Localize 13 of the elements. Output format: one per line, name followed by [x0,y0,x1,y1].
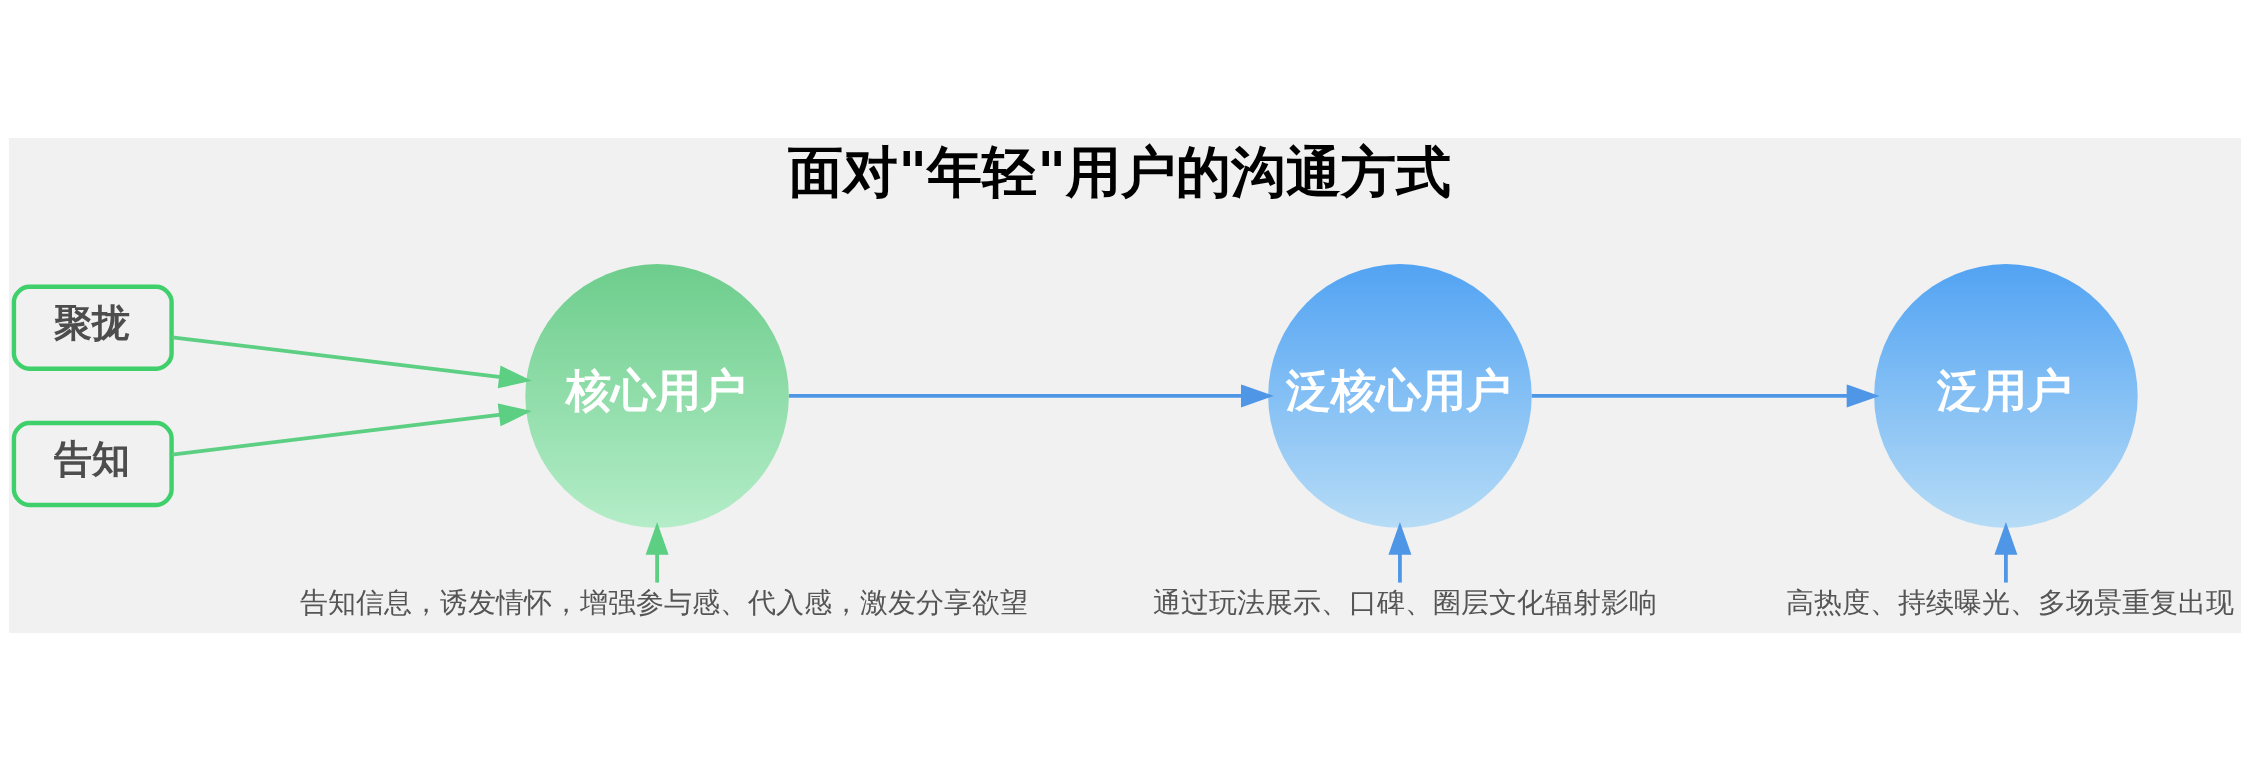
arrow [171,403,532,456]
node-text: 高热度、持续曝光、多场景重复出现 [1785,585,2234,619]
arrow [171,334,532,388]
diagram-title: 面对"年轻"用户的沟通方式 [788,138,1452,204]
arrow [789,383,1274,407]
node-circle: 泛用户 [1874,263,2138,528]
node-box: 聚拢 [11,284,174,371]
node-circle: 泛核心用户 [1268,263,1532,528]
node-text: 告知信息，诱发情怀，增强参与感、代入感，激发分享欲望 [300,585,1029,619]
node-box: 告知 [11,420,174,507]
node-circle: 核心用户 [525,263,789,528]
node-text: 通过玩法展示、口碑、圈层文化辐射影响 [1152,585,1657,619]
arrow [1531,383,1880,407]
